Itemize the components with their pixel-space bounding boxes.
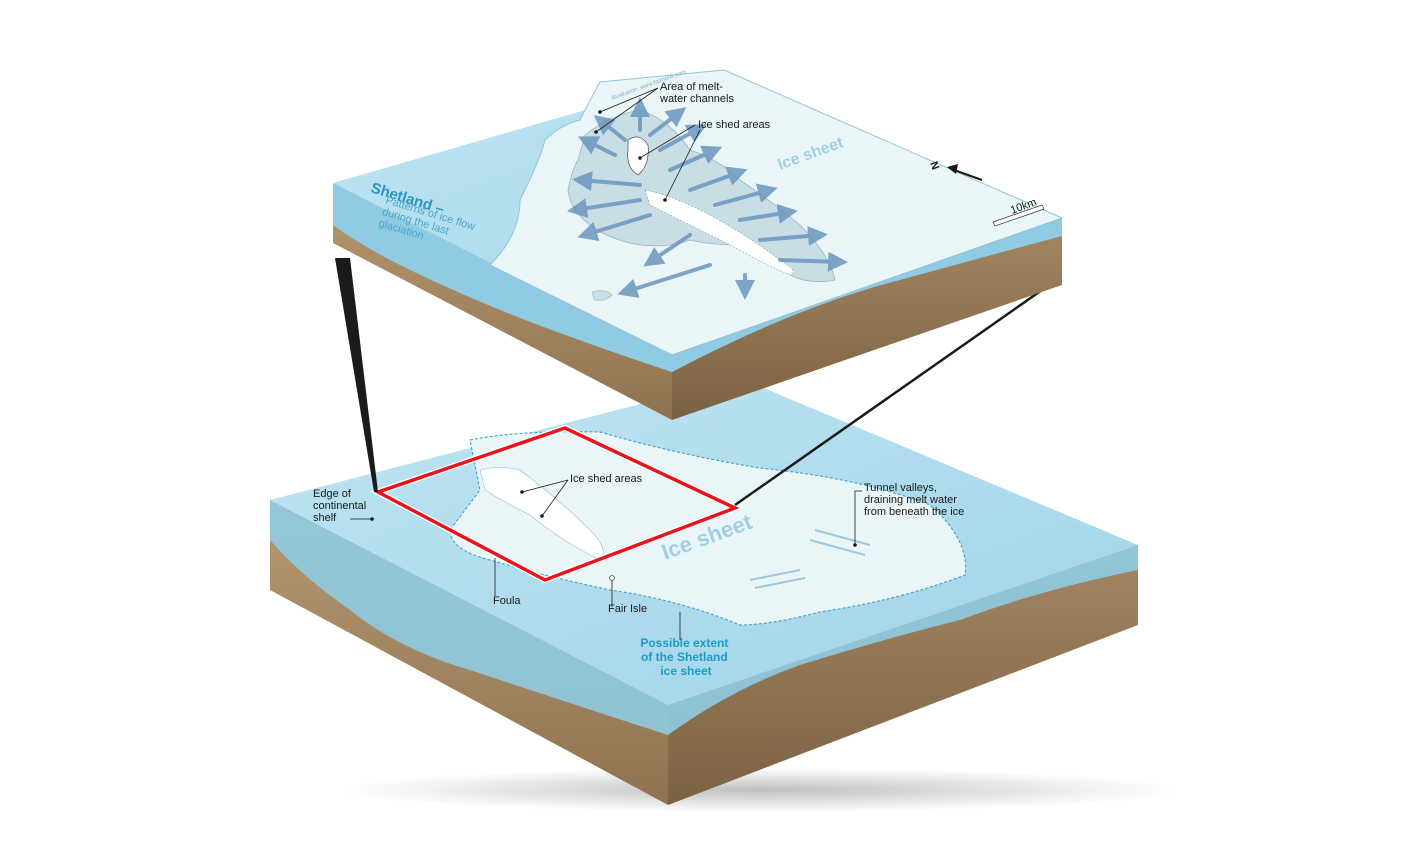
top-side-water <box>672 218 1062 372</box>
zoom-connectors <box>335 258 1053 507</box>
bottom-callout-dots <box>370 490 857 547</box>
north-label: N <box>927 160 941 172</box>
foula-label: Foula <box>493 595 521 607</box>
meltwater-channels-label: Area of melt- water channels <box>659 81 734 105</box>
bottom-leader-lines <box>350 479 862 640</box>
bottom-ice-sheet <box>449 431 967 626</box>
north-arrow: N <box>927 160 983 181</box>
north-arrow-shaft <box>953 169 983 181</box>
ice-flow-arrows <box>567 97 848 300</box>
zoom-connector-left <box>335 258 378 492</box>
bottom-side-water <box>668 545 1138 735</box>
scale-bar-shape <box>992 204 1045 227</box>
tunnel-valley-marks <box>749 529 871 589</box>
top-ice-shed-north <box>627 136 649 176</box>
top-leader-lines <box>595 87 701 201</box>
top-front-water <box>333 183 672 372</box>
highlight-frame <box>373 426 740 582</box>
zoom-connector-right <box>734 281 1053 507</box>
bottom-panel-shadow <box>340 768 1180 812</box>
continental-shelf-label: Edge of continental shelf <box>313 488 369 524</box>
bottom-front-water <box>270 500 668 735</box>
top-ice-shed-ridge <box>644 189 794 276</box>
bottom-side-soil <box>668 545 1138 805</box>
north-arrow-head <box>947 164 958 174</box>
bottom-panel: Ice sheet Edge of continental shelf Ic <box>270 378 1180 812</box>
tunnel-valleys-label: Tunnel valleys, draining melt water from… <box>864 482 964 518</box>
ice-extent-label: Possible extent of the Shetland ice shee… <box>640 636 731 678</box>
top-panel: Illustration: www.fatmonk.com Shetland –… <box>333 69 1064 420</box>
fair-isle-marker <box>609 575 615 581</box>
fair-isle-label: Fair Isle <box>608 603 647 615</box>
top-ice-shed-label: Ice shed areas <box>698 119 771 131</box>
top-callout-dots <box>594 110 667 202</box>
top-foula-island <box>591 290 613 301</box>
bottom-shetland-islands <box>479 467 604 561</box>
bottom-ice-shed-label: Ice shed areas <box>570 473 643 485</box>
top-side-soil <box>672 218 1062 420</box>
